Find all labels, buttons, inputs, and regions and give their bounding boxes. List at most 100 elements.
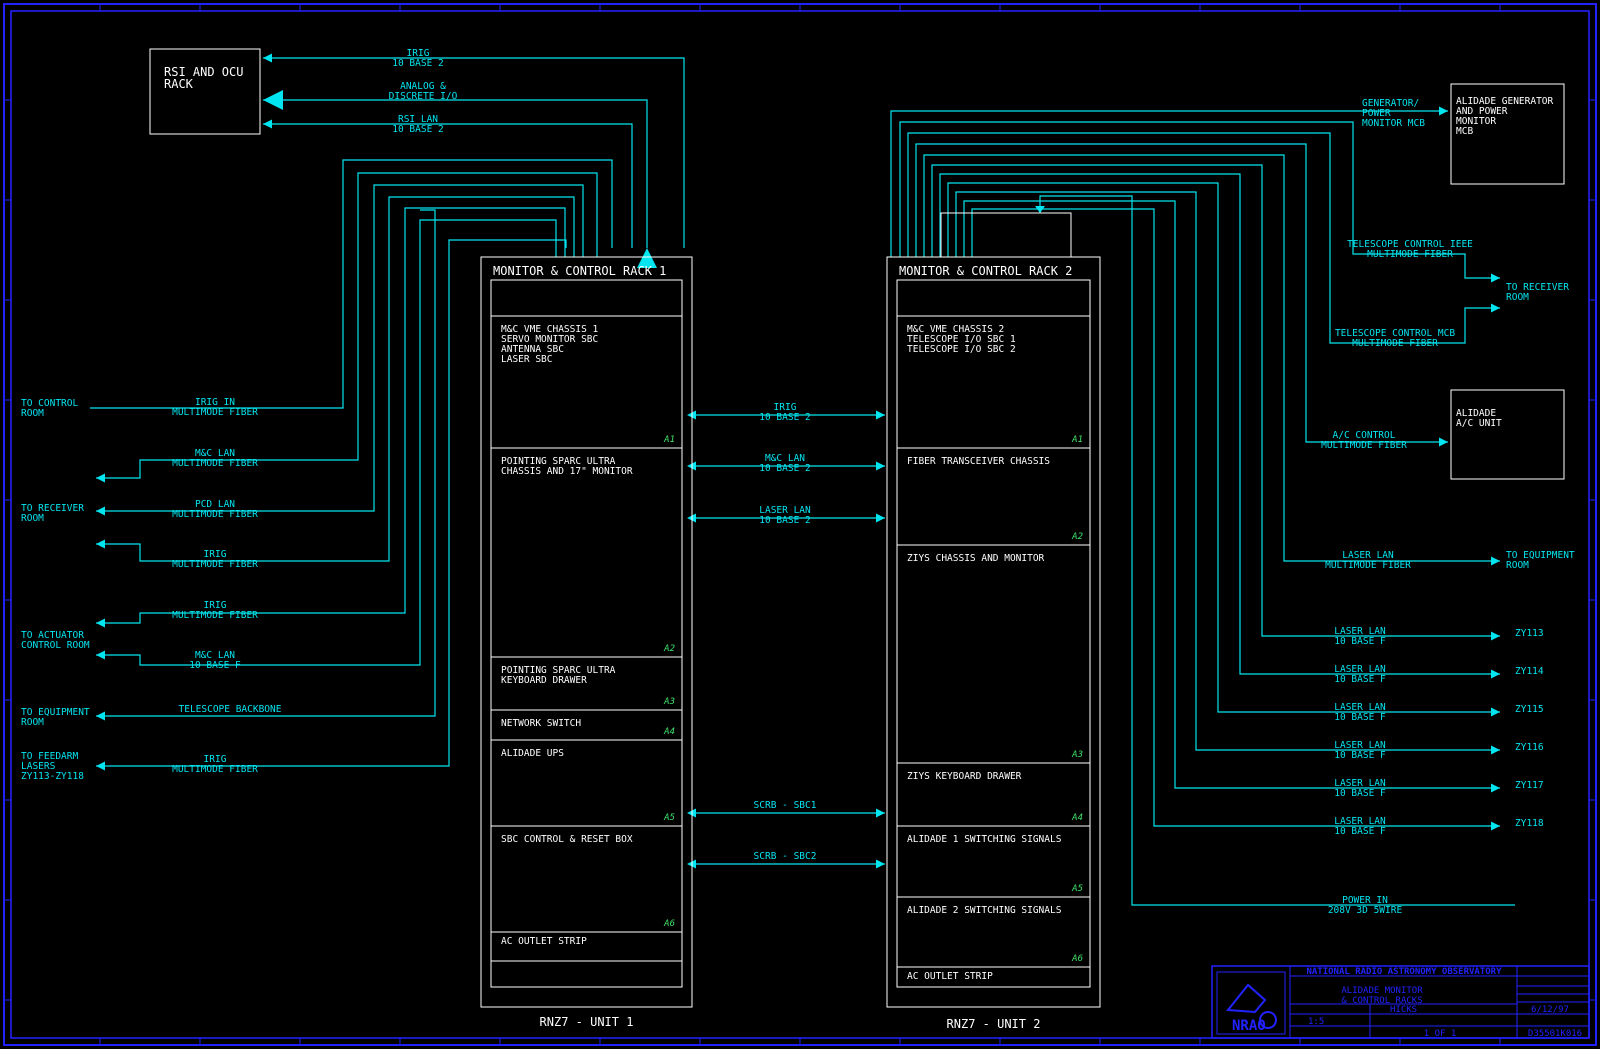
- left-wire: [96, 209, 436, 721]
- rack1-frame: [480, 256, 693, 1008]
- rack1-slot-label: SBC CONTROL & RESET BOX: [501, 834, 633, 845]
- right-link-label: GENERATOR/: [1362, 98, 1419, 109]
- left-dest-label: ROOM: [21, 717, 44, 728]
- left-link-label: MULTIMODE FIBER: [172, 559, 258, 570]
- rack2-slot-tag: A5: [1071, 884, 1083, 894]
- rack2-slot-label: TELESCOPE I/O SBC 2: [907, 344, 1016, 355]
- laser-lan-label: 10 BASE F: [1334, 712, 1386, 723]
- right-link-label: MULTIMODE FIBER: [1325, 560, 1411, 571]
- nrao-logo-text: NRAO: [1232, 1018, 1266, 1034]
- rack1-slot-label: NETWORK SWITCH: [501, 718, 581, 729]
- nrao-logo: [1216, 971, 1286, 1035]
- rack2-slot-tag: A6: [1071, 954, 1083, 964]
- left-wire: [96, 207, 566, 628]
- left-link-label: M&C LAN: [195, 650, 235, 661]
- rack1-slot-tag: A4: [663, 727, 675, 737]
- rack2-slot-label: ALIDADE 2 SWITCHING SIGNALS: [907, 905, 1062, 916]
- left-dest-label: ZY113-ZY118: [21, 771, 84, 782]
- rack1-slot-label: AC OUTLET STRIP: [501, 936, 587, 947]
- laser-lan-label: 10 BASE F: [1334, 636, 1386, 647]
- left-wire: [96, 196, 575, 562]
- left-dest-label: TO ACTUATOR: [21, 630, 84, 641]
- rsi-label: RSI AND OCU: [164, 65, 243, 79]
- laser-target-label: ZY118: [1515, 818, 1544, 829]
- left-link-label: 10 BASE F: [189, 660, 241, 671]
- left-wire: [96, 184, 584, 516]
- rack2-slot-tag: A4: [1071, 813, 1083, 823]
- laser-lan-label: LASER LAN: [1334, 702, 1386, 713]
- rack2-caption: RNZ7 - UNIT 2: [947, 1017, 1041, 1031]
- laser-target-label: ZY115: [1515, 704, 1544, 715]
- rack1-slot-tag: A2: [663, 644, 675, 654]
- rack1-inner: [490, 279, 683, 988]
- ac-unit-label: ALIDADE: [1456, 408, 1496, 419]
- mid-link-label: 10 BASE 2: [759, 412, 810, 423]
- left-link-label: MULTIMODE FIBER: [172, 458, 258, 469]
- laser-lan-label: LASER LAN: [1334, 664, 1386, 675]
- right-link-label: POWER: [1362, 108, 1391, 119]
- rack2-title: MONITOR & CONTROL RACK 2: [899, 264, 1072, 278]
- link-label: 10 BASE 2: [392, 58, 443, 69]
- right-link-label: POWER IN: [1342, 895, 1388, 906]
- nrao-dish-icon: [1259, 1011, 1277, 1029]
- laser-lan-label: 10 BASE F: [1334, 674, 1386, 685]
- right-link-label: A/C CONTROL: [1333, 430, 1396, 441]
- power-wire: [1039, 195, 1515, 906]
- irig-top-wire: [263, 53, 685, 248]
- rack1-slot-label: KEYBOARD DRAWER: [501, 675, 587, 686]
- laser-lan-label: LASER LAN: [1334, 816, 1386, 827]
- mcb-wire: [907, 132, 1500, 344]
- left-wire: [96, 172, 598, 483]
- rack2-slot-label: M&C VME CHASSIS 2: [907, 324, 1004, 335]
- left-wire: [96, 239, 567, 771]
- laser-target-label: ZY114: [1515, 666, 1544, 677]
- mid-link-label: 10 BASE 2: [759, 515, 810, 526]
- analog-wire: [263, 90, 657, 268]
- rack1-slot-label: SERVO MONITOR SBC: [501, 334, 598, 345]
- rack1-slot-label: LASER SBC: [501, 354, 552, 365]
- right-dest-label: ROOM: [1506, 292, 1529, 303]
- left-dest-label: TO FEEDARM: [21, 751, 78, 762]
- laser-lan-label: LASER LAN: [1334, 740, 1386, 751]
- link-label: ANALOG &: [400, 81, 446, 92]
- left-dest-label: TO EQUIPMENT: [21, 707, 90, 718]
- rack1-slot-label: CHASSIS AND 17" MONITOR: [501, 466, 633, 477]
- link-label: IRIG: [407, 48, 430, 59]
- generator-label: ALIDADE GENERATOR: [1456, 96, 1554, 107]
- rack1-slot-tag: A1: [663, 435, 675, 445]
- right-dest-label: TO EQUIPMENT: [1506, 550, 1575, 561]
- date: 6/12/97: [1531, 1005, 1569, 1015]
- left-dest-label: TO CONTROL: [21, 398, 78, 409]
- left-dest-label: LASERS: [21, 761, 56, 772]
- rack2-slot-label: AC OUTLET STRIP: [907, 971, 993, 982]
- left-wire: [90, 159, 613, 409]
- nrao-dish-icon: [1226, 983, 1267, 1014]
- mid-link-label: M&C LAN: [765, 453, 805, 464]
- mid-link-label: SCRB - SBC2: [754, 851, 817, 862]
- laser-lan-label: 10 BASE F: [1334, 788, 1386, 799]
- rsi-label: RACK: [164, 77, 194, 91]
- left-wire: [96, 219, 557, 666]
- rack1-slot-label: POINTING SPARC ULTRA: [501, 456, 616, 467]
- drawn-by: HICKS: [1390, 1005, 1417, 1015]
- laser-lan-fiber-wire: [923, 154, 1500, 566]
- right-link-label: TELESCOPE CONTROL MCB: [1335, 328, 1455, 339]
- ac-unit-label: A/C UNIT: [1456, 418, 1502, 429]
- ac-control-wire: [915, 143, 1448, 447]
- left-link-label: IRIG: [204, 549, 227, 560]
- left-link-label: M&C LAN: [195, 448, 235, 459]
- rack1-slot-label: ANTENNA SBC: [501, 344, 564, 355]
- rsi-box: [149, 48, 261, 135]
- rack1-title: MONITOR & CONTROL RACK 1: [493, 264, 666, 278]
- laser-lan-label: LASER LAN: [1334, 778, 1386, 789]
- laser-lan-wire: [963, 200, 1500, 793]
- left-link-label: IRIG IN: [195, 397, 235, 408]
- scale: 1:5: [1308, 1017, 1324, 1027]
- laser-lan-label: 10 BASE F: [1334, 750, 1386, 761]
- left-link-label: MULTIMODE FIBER: [172, 610, 258, 621]
- rsi-lan-wire: [263, 119, 633, 248]
- ac-unit-box: [1450, 389, 1565, 480]
- mid-link-label: IRIG: [774, 402, 797, 413]
- left-link-label: MULTIMODE FIBER: [172, 764, 258, 775]
- rack1-slot-label: ALIDADE UPS: [501, 748, 564, 759]
